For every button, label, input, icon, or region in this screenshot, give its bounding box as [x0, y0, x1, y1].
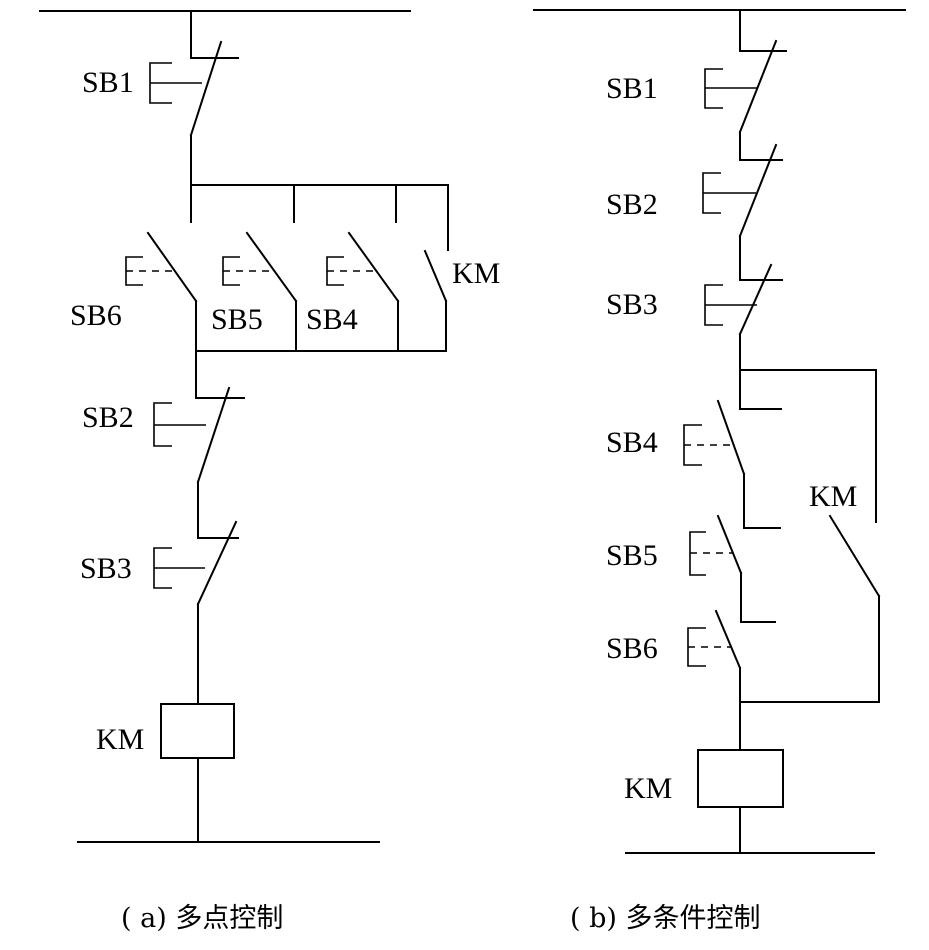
- diagram-b: SB1 SB2 SB3 SB4 KM SB5 SB6 KM ( b) 多条件控制: [533, 9, 906, 934]
- diagram-a-sb1-switch: [149, 40, 239, 137]
- diagram-a-caption: ( a) 多点控制: [121, 903, 283, 934]
- diagram-b-km-coil: [697, 749, 784, 808]
- diagram-a-label-km-coil: KM: [96, 723, 144, 756]
- diagram-a-label-sb1: SB1: [82, 66, 134, 99]
- diagram-b-km-contact: [828, 514, 881, 598]
- diagram-a-label-sb2: SB2: [82, 401, 134, 434]
- diagram-a-label-sb5: SB5: [211, 303, 263, 336]
- diagram-a-label-sb3: SB3: [80, 552, 132, 585]
- diagram-b-sb5-switch: [689, 514, 776, 623]
- diagram-a-sb2-switch: [153, 386, 245, 484]
- diagram-a: SB1 SB6 SB5 SB4 KM SB2 SB3 KM ( a) 多点控制: [39, 10, 500, 934]
- diagram-b-wiring: [533, 9, 906, 854]
- diagram-a-km-contact: [423, 249, 448, 303]
- diagram-b-label-sb6: SB6: [606, 632, 658, 665]
- diagram-a-sb6-switch: [125, 231, 198, 303]
- diagram-a-sb5-switch: [222, 231, 298, 303]
- diagram-b-label-sb1: SB1: [606, 72, 658, 105]
- diagram-b-label-sb5: SB5: [606, 539, 658, 572]
- diagram-a-sb3-switch: [153, 520, 239, 606]
- diagram-a-sb4-switch: [326, 231, 400, 303]
- diagram-b-sb6-switch: [687, 609, 742, 670]
- diagram-b-label-sb2: SB2: [606, 188, 658, 221]
- diagram-a-wiring: [39, 10, 449, 843]
- diagram-b-sb4-switch: [683, 399, 782, 529]
- diagram-b-sb3-switch: [704, 263, 783, 336]
- diagram-b-label-km-contact: KM: [809, 480, 857, 513]
- diagram-b-label-sb3: SB3: [606, 288, 658, 321]
- diagram-b-caption: ( b) 多条件控制: [570, 903, 761, 934]
- diagram-a-label-sb6: SB6: [70, 299, 122, 332]
- diagram-a-label-km-contact: KM: [452, 257, 500, 290]
- diagram-b-sb1-switch: [704, 39, 787, 134]
- diagram-b-label-km-coil: KM: [624, 772, 672, 805]
- diagram-b-sb2-switch: [702, 143, 783, 238]
- diagram-a-label-sb4: SB4: [306, 303, 358, 336]
- diagram-a-km-coil: [160, 703, 235, 759]
- diagram-b-label-sb4: SB4: [606, 426, 658, 459]
